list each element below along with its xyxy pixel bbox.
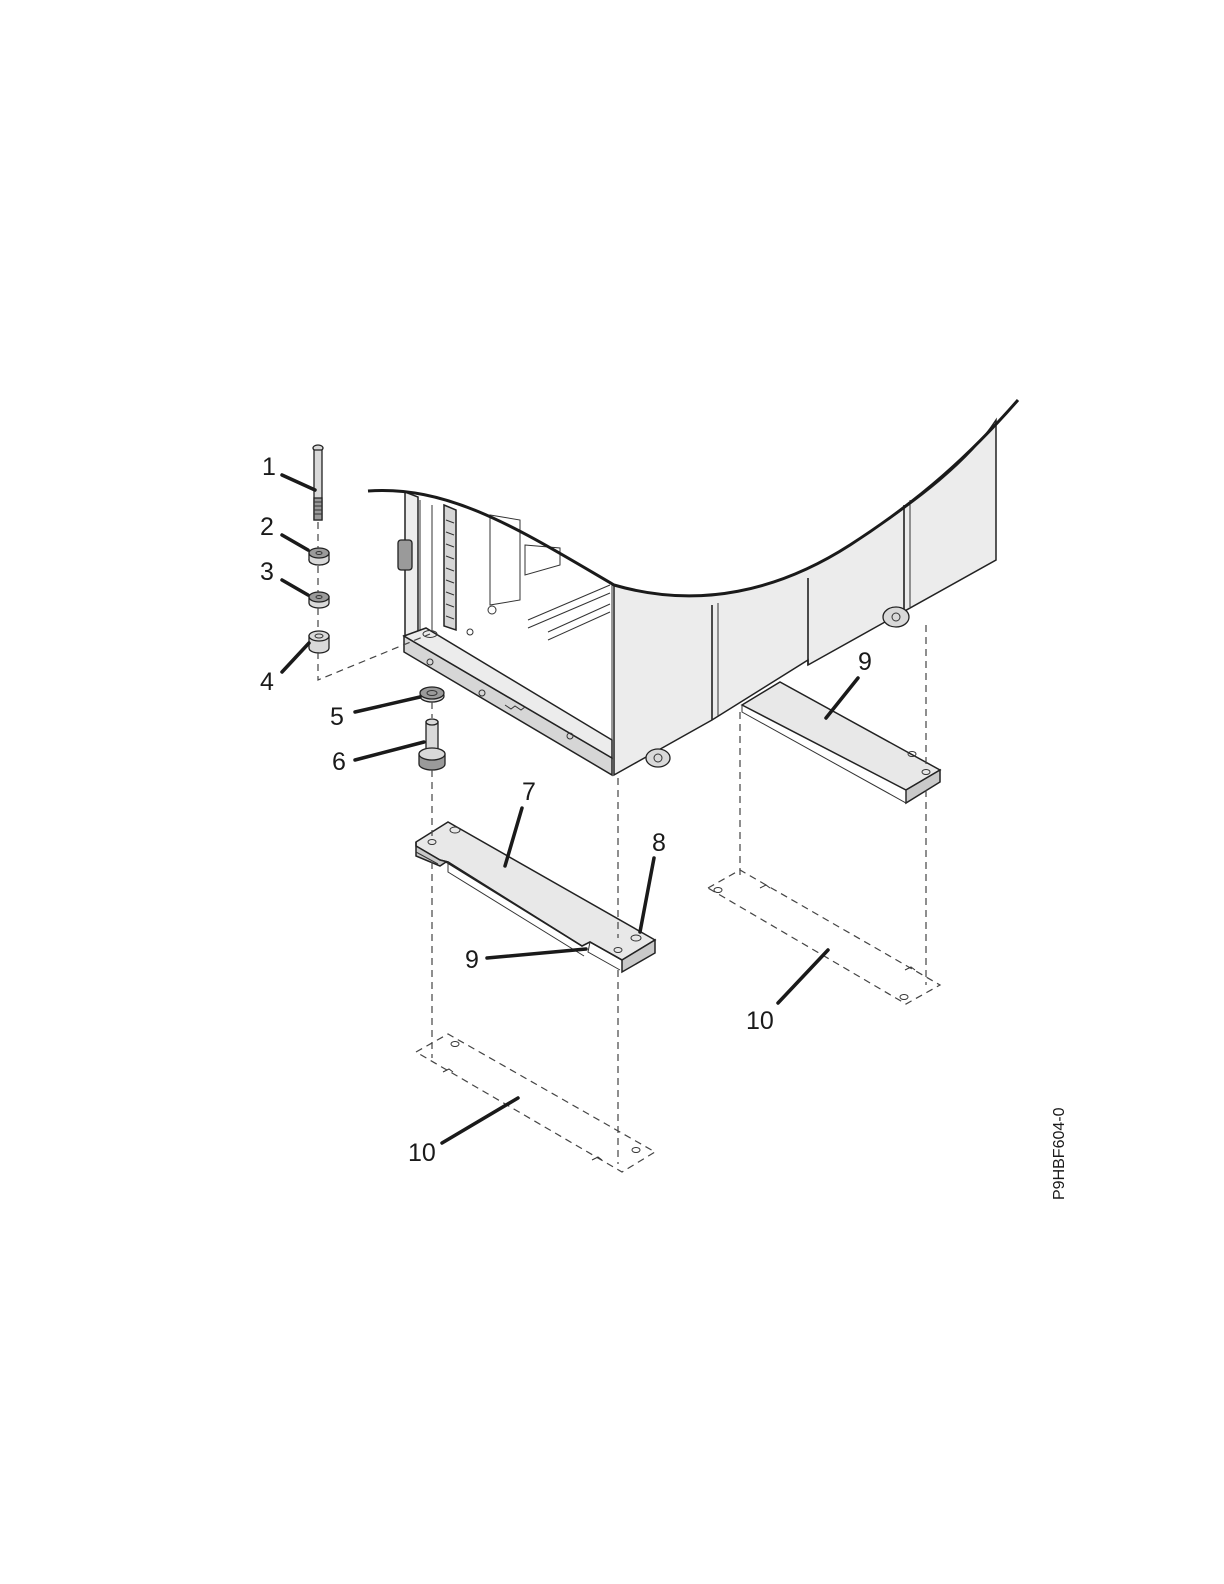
floor-template-front [416,1034,655,1172]
interior-vertical-part [490,515,560,605]
interior-floor-rail [528,585,610,640]
floor-template-rear [708,870,940,1004]
leader-lines [282,475,858,1143]
callout-8: 8 [652,829,666,857]
floor-hole [467,629,473,635]
hex-nut [309,592,329,608]
rack-cabinet [368,400,1018,775]
sleeve [309,631,329,653]
callout-1: 1 [262,453,276,481]
callouts: 1 2 3 4 5 6 7 8 9 9 10 10 [260,453,872,1167]
spacer-nut [309,548,329,565]
rail-slotted-column [444,505,456,630]
callout-7: 7 [522,778,536,806]
front-stabilizer-plate [416,822,655,972]
leveling-foot [419,687,445,770]
washer [420,687,444,702]
callout-9-rear: 9 [858,648,872,676]
callout-6: 6 [332,748,346,776]
caster-front [646,749,670,767]
callout-4: 4 [260,668,274,696]
callout-10-rear: 10 [746,1007,774,1035]
floor-hole [488,606,496,614]
caster-rear [883,607,909,627]
callout-9-front: 9 [465,946,479,974]
rail-latch [398,540,412,570]
callout-10-front: 10 [408,1139,436,1167]
figure-identifier: P9HBF604-0 [1051,1107,1068,1200]
callout-5: 5 [330,703,344,731]
callout-3: 3 [260,558,274,586]
callout-2: 2 [260,513,274,541]
leveling-screw [419,719,445,770]
plate-top-surface [416,822,655,960]
bolt [313,445,323,520]
